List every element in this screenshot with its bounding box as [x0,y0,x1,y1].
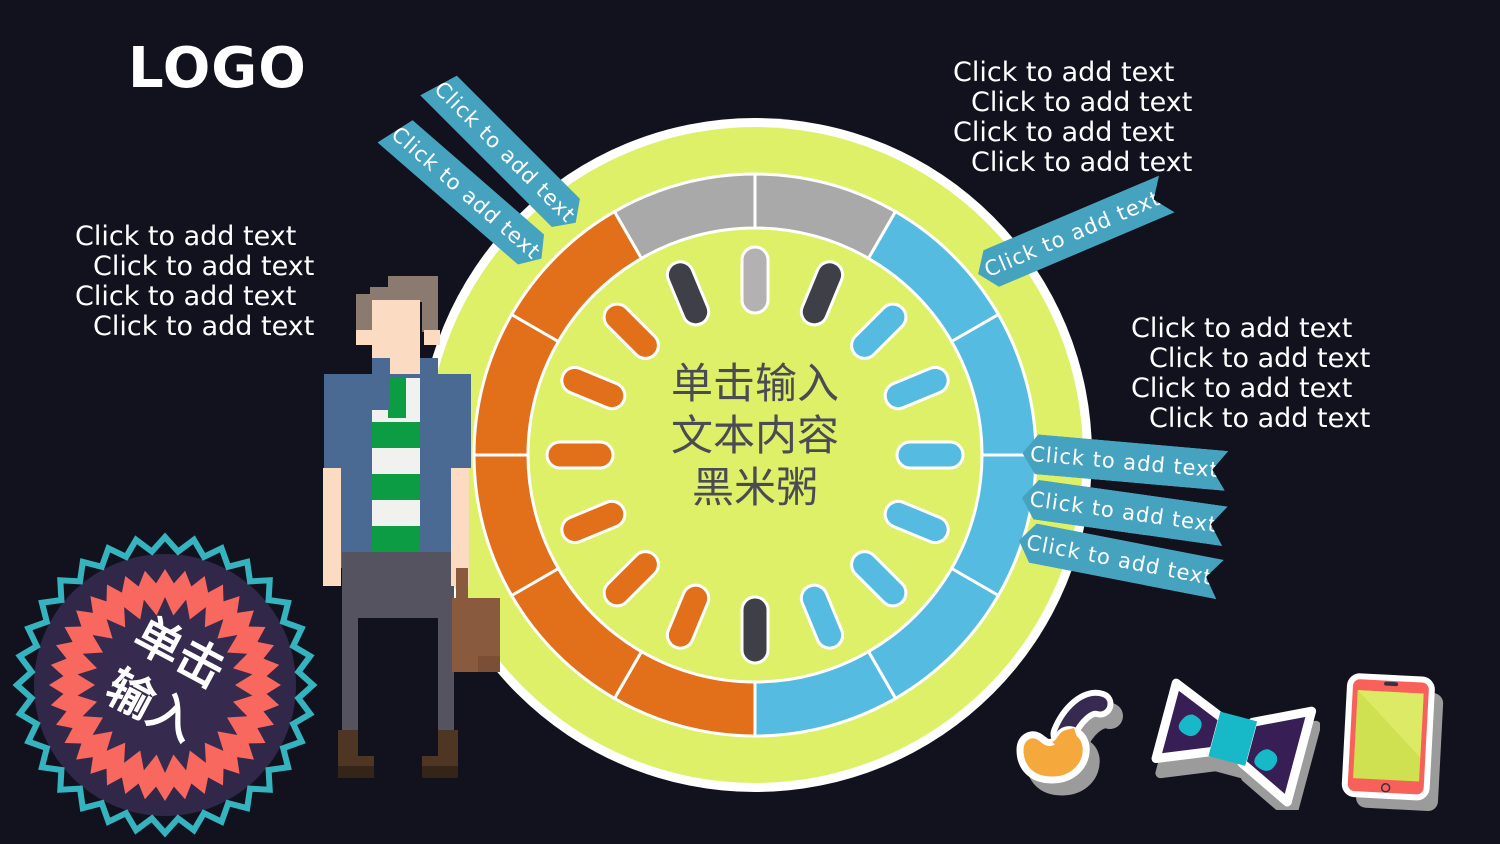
text-placeholder[interactable]: Click to add text [1149,403,1371,434]
text-placeholder[interactable]: Click to add text [953,117,1175,148]
pixel-man-body [323,276,500,778]
text-placeholder[interactable]: Click to add text [75,281,297,312]
text-placeholder-block-mid-right: Click to add text Click to add text Clic… [1131,314,1370,434]
wheel-segments [472,172,1038,738]
text-placeholder[interactable]: Click to add text [93,311,315,342]
text-placeholder[interactable]: Click to add text [953,57,1175,88]
ribbon-label: Click to add text [1029,441,1220,483]
text-placeholder-block-top-right: Click to add text Click to add text Clic… [953,58,1192,178]
starburst-badge[interactable] [5,525,325,844]
tablet-icon [1341,673,1444,812]
pipe-icon [1016,689,1123,796]
wheel-center-text[interactable]: 单击输入 文本内容 黑米粥 [595,358,915,514]
text-placeholder[interactable]: Click to add text [1149,343,1371,374]
bowtie-icon [1151,678,1320,810]
wheel-center-line[interactable]: 黑米粥 [691,463,818,512]
wheel-center-line[interactable]: 文本内容 [670,411,839,460]
text-placeholder[interactable]: Click to add text [1131,313,1353,344]
logo-text: LOGO [128,36,307,101]
text-placeholder[interactable]: Click to add text [75,221,297,252]
segmented-wheel-diagram[interactable] [413,113,1097,797]
text-placeholder-block-left: Click to add text Click to add text Clic… [75,222,314,342]
text-placeholder[interactable]: Click to add text [971,147,1193,178]
text-placeholder[interactable]: Click to add text [1131,373,1353,404]
text-placeholder[interactable]: Click to add text [93,251,315,282]
text-placeholder[interactable]: Click to add text [971,87,1193,118]
wheel-center-line[interactable]: 单击输入 [670,359,839,408]
starburst-badge-graphic [12,532,318,838]
pixel-man-illustration [323,276,500,778]
